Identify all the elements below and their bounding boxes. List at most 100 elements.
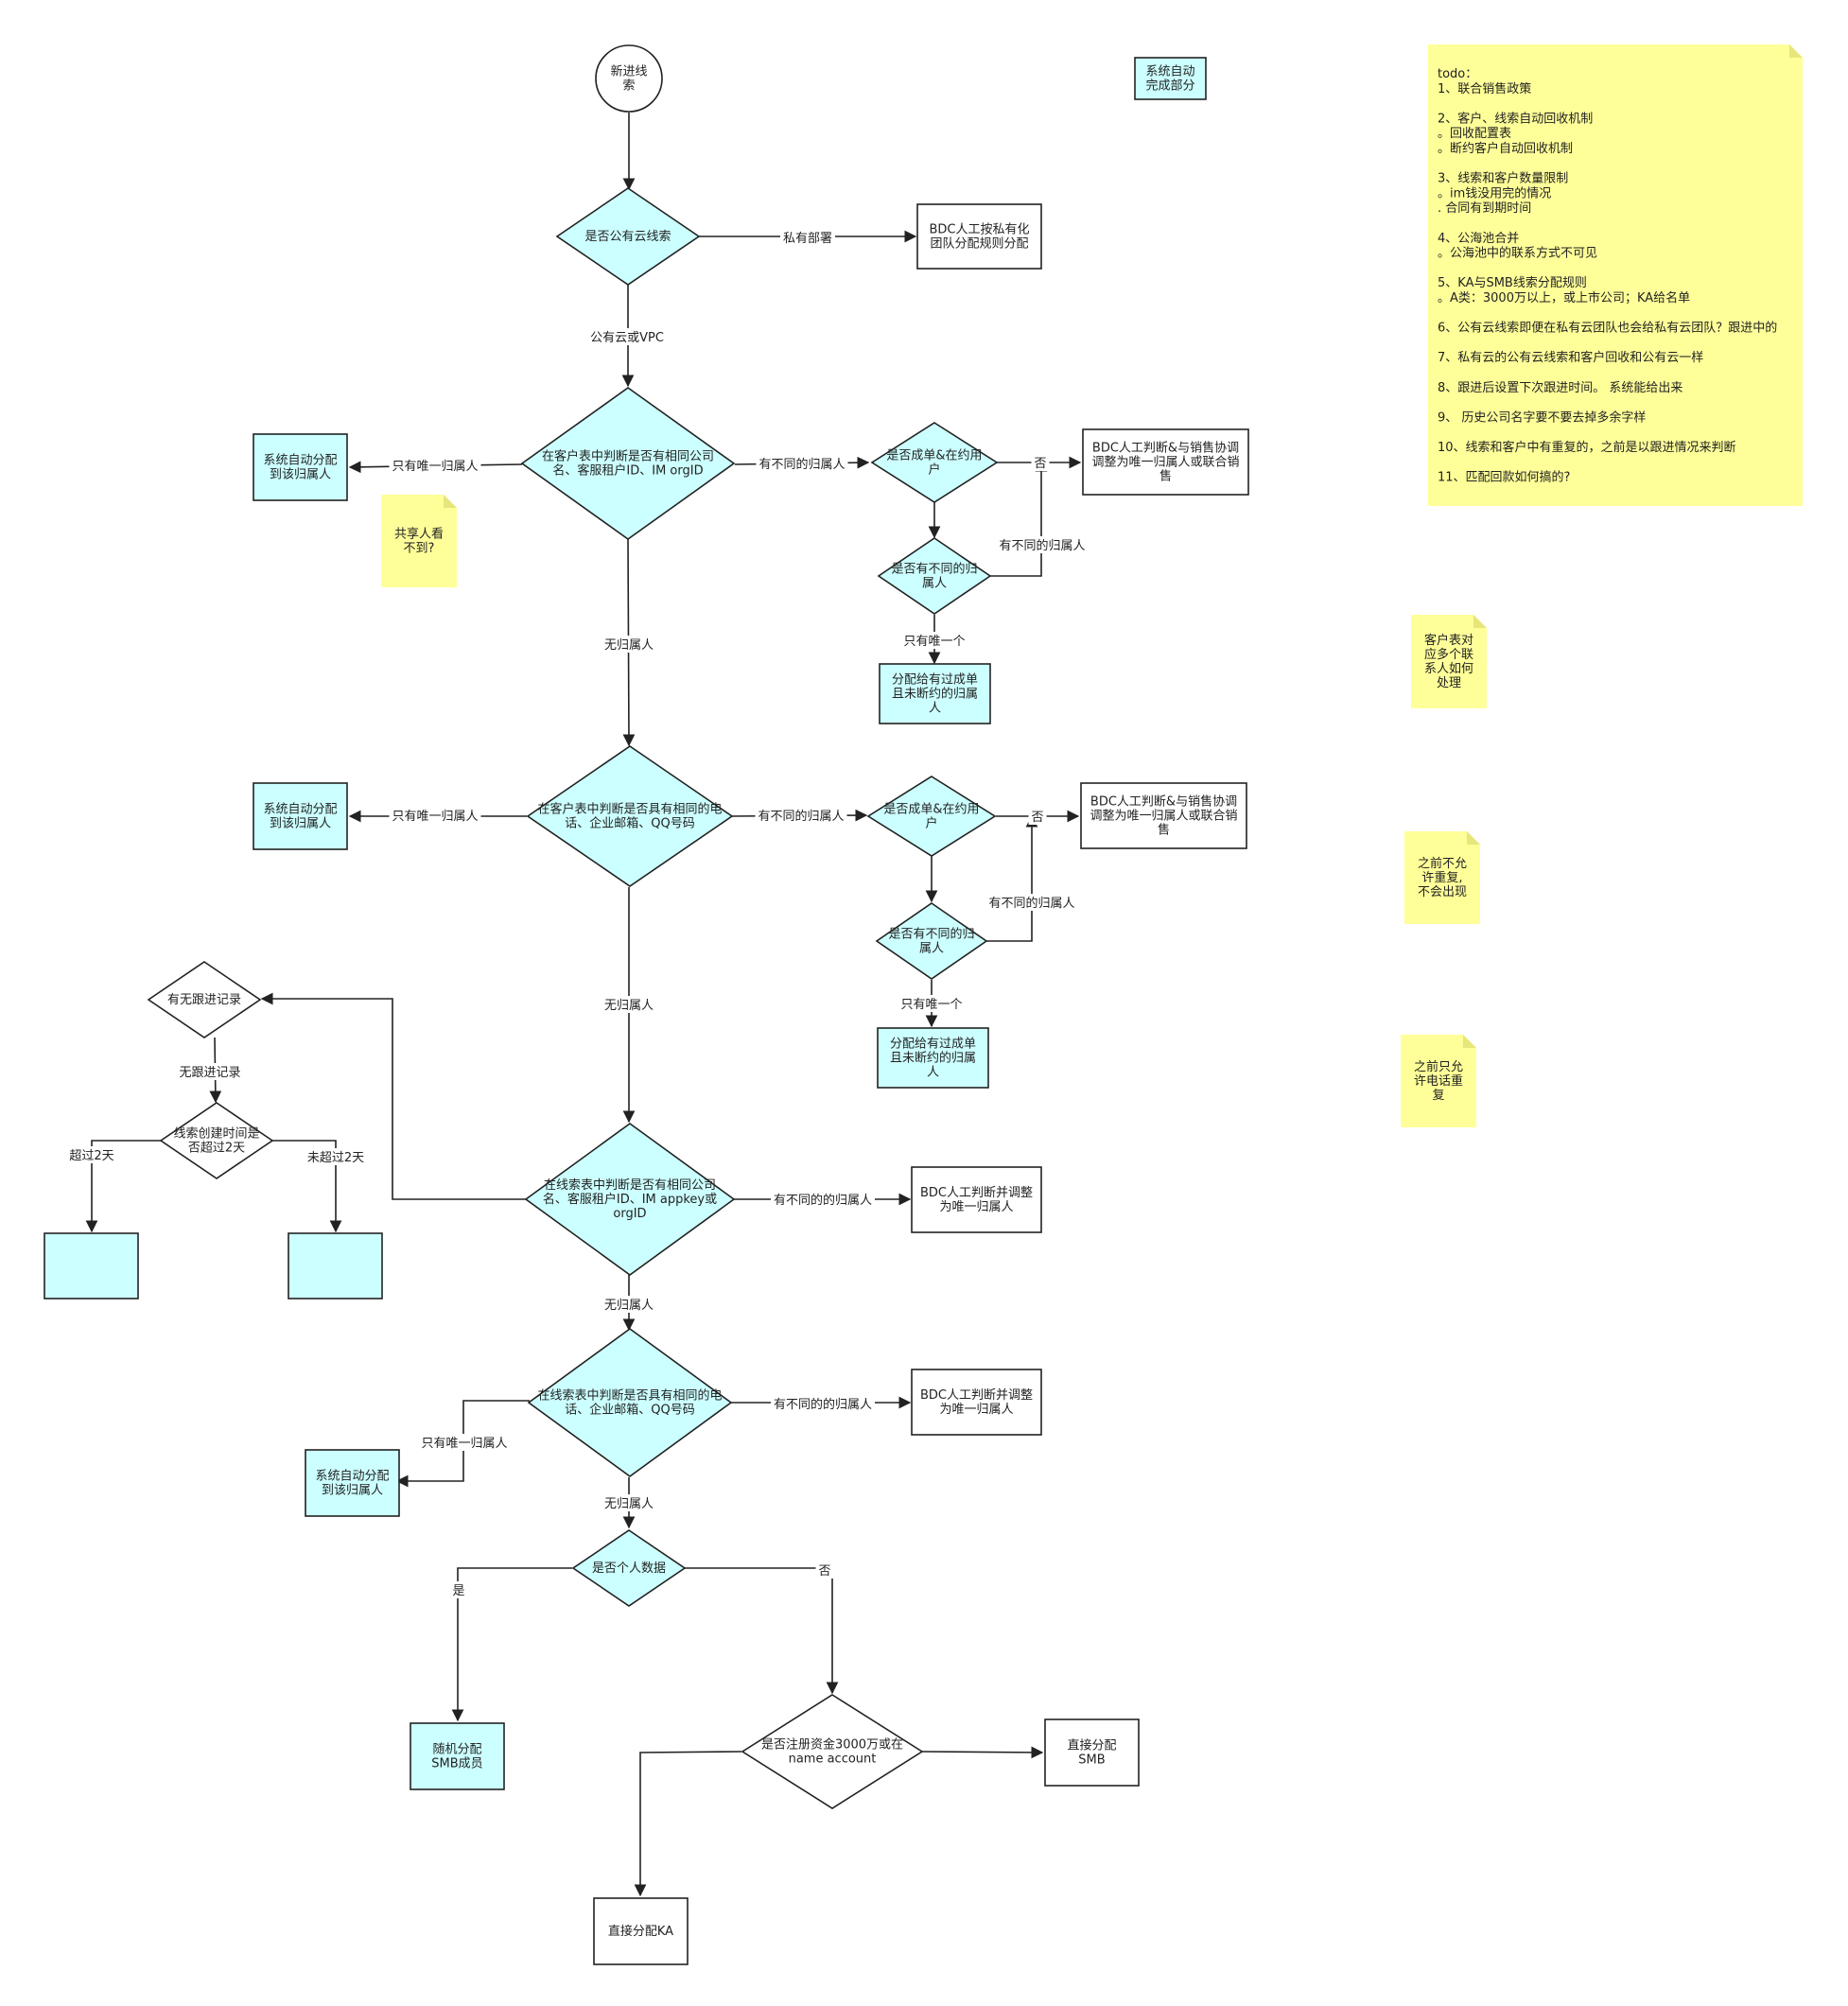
edge-label-bg	[302, 1148, 370, 1165]
note-paper	[1401, 1035, 1476, 1127]
bdc-coord1-text: 售	[1159, 469, 1172, 484]
edge-label-only-one-1: 只有唯一归属人	[389, 457, 481, 474]
note-line: 。im钱没用完的情况	[1438, 185, 1551, 201]
auto3-text: 到该归属人	[322, 1484, 383, 1498]
edge-label-diff-4: 有不同的的归属人	[771, 1395, 875, 1412]
bdc-adjust2-box	[911, 1369, 1042, 1436]
d2b-text: 属人	[922, 577, 947, 591]
node-direct-ka[interactable]: 直接分配KA	[593, 1897, 689, 1965]
d-days-text: 否超过2天	[188, 1142, 245, 1156]
edge-label-only-one-inner-2: 只有唯一个	[898, 995, 966, 1012]
d7-text: 是否注册资金3000万或在	[761, 1737, 903, 1753]
note-no-dup-text: 之前不允	[1418, 856, 1467, 871]
assign2-box	[877, 1027, 989, 1089]
edge-label-none-3: 无归属人	[601, 1296, 656, 1313]
edge-label-yes: 是	[449, 1581, 468, 1598]
edge-label-text: 有不同的的归属人	[774, 1193, 872, 1208]
edge-label-text: 有不同的的归属人	[774, 1397, 872, 1412]
note-contacts-text: 客户表对	[1424, 633, 1473, 648]
direct-smb-text: 直接分配	[1067, 1738, 1116, 1753]
note-paper	[1428, 44, 1803, 506]
node-d-follow[interactable]: 有无跟进记录	[147, 961, 262, 1038]
edge-label-bg	[176, 1063, 244, 1080]
edge-label-text: 无归属人	[604, 638, 654, 653]
auto1-box	[253, 433, 348, 501]
bdc-coord2-text: BDC人工判断&与销售协调	[1090, 794, 1237, 810]
bdc-adjust1-text: 为唯一归属人	[939, 1200, 1013, 1214]
auto2-text: 系统自动分配	[263, 803, 337, 817]
edge-label-text: 有不同的归属人	[758, 457, 845, 472]
edge-label-only-one-4: 只有唯一归属人	[418, 1434, 511, 1451]
edge-label-no-2: 否	[1028, 808, 1047, 825]
edge-label-text: 公有云或VPC	[590, 331, 664, 345]
bdc-coord1-text: 调整为唯一归属人或联合销	[1091, 456, 1239, 470]
d2a-text: 户	[928, 462, 940, 478]
note-line: 2、客户、线索自动回收机制	[1438, 111, 1593, 126]
d3a-diamond	[866, 776, 997, 857]
edge-label-bg	[389, 807, 481, 824]
note-line: 5、KA与SMB线索分配规则	[1438, 276, 1587, 290]
d5-diamond	[527, 1328, 733, 1477]
note-phone-dup-text: 之前只允	[1414, 1059, 1463, 1074]
edge-label-bg	[756, 455, 848, 472]
d3a-text: 户	[925, 816, 937, 831]
edge-label-none-4: 无归属人	[601, 1494, 656, 1511]
sticky-note-todo[interactable]: todo：1、联合销售政策2、客户、线索自动回收机制。回收配置表。断约客户自动回…	[1428, 44, 1803, 506]
auto3-text: 系统自动分配	[315, 1470, 389, 1484]
edge-label-text: 否	[1031, 811, 1043, 825]
note-line: 9、 历史公司名字要不要去掉多余字样	[1438, 410, 1646, 425]
assign1-box	[879, 663, 991, 724]
note-line: 10、线索和客户中有重复的，之前是以跟进情况来判断	[1438, 440, 1736, 455]
note-line: 。断约客户自动回收机制	[1438, 141, 1573, 156]
note-contacts-text: 应多个联	[1424, 647, 1473, 662]
edge-label-text: 只有唯一归属人	[392, 810, 478, 824]
note-contacts-text: 系人如何	[1424, 661, 1473, 676]
node-d1[interactable]: 是否公有云线索	[555, 187, 701, 286]
edge-d3b-diff	[986, 814, 1038, 942]
edge-label-no-follow: 无跟进记录	[176, 1063, 244, 1080]
d5-text: 话、企业邮箱、QQ号码	[565, 1403, 694, 1418]
node-empty1[interactable]	[44, 1232, 139, 1300]
node-d6[interactable]: 是否个人数据	[571, 1529, 687, 1607]
node-empty2[interactable]	[288, 1232, 383, 1300]
edge-label-bg	[771, 1191, 875, 1208]
edge-label-bg	[900, 632, 968, 649]
note-paper	[1411, 615, 1487, 708]
d-follow-text: 有无跟进记录	[167, 993, 241, 1007]
note-paper	[381, 495, 457, 587]
direct-smb-text: SMB	[1078, 1753, 1105, 1768]
bdc-adjust1-box	[911, 1166, 1042, 1233]
direct-smb-box	[1044, 1718, 1140, 1787]
bdc-adjust2-text: BDC人工判断并调整	[920, 1388, 1033, 1403]
auto1-text: 系统自动分配	[263, 454, 337, 468]
note-share-text: 不到?	[404, 542, 435, 556]
